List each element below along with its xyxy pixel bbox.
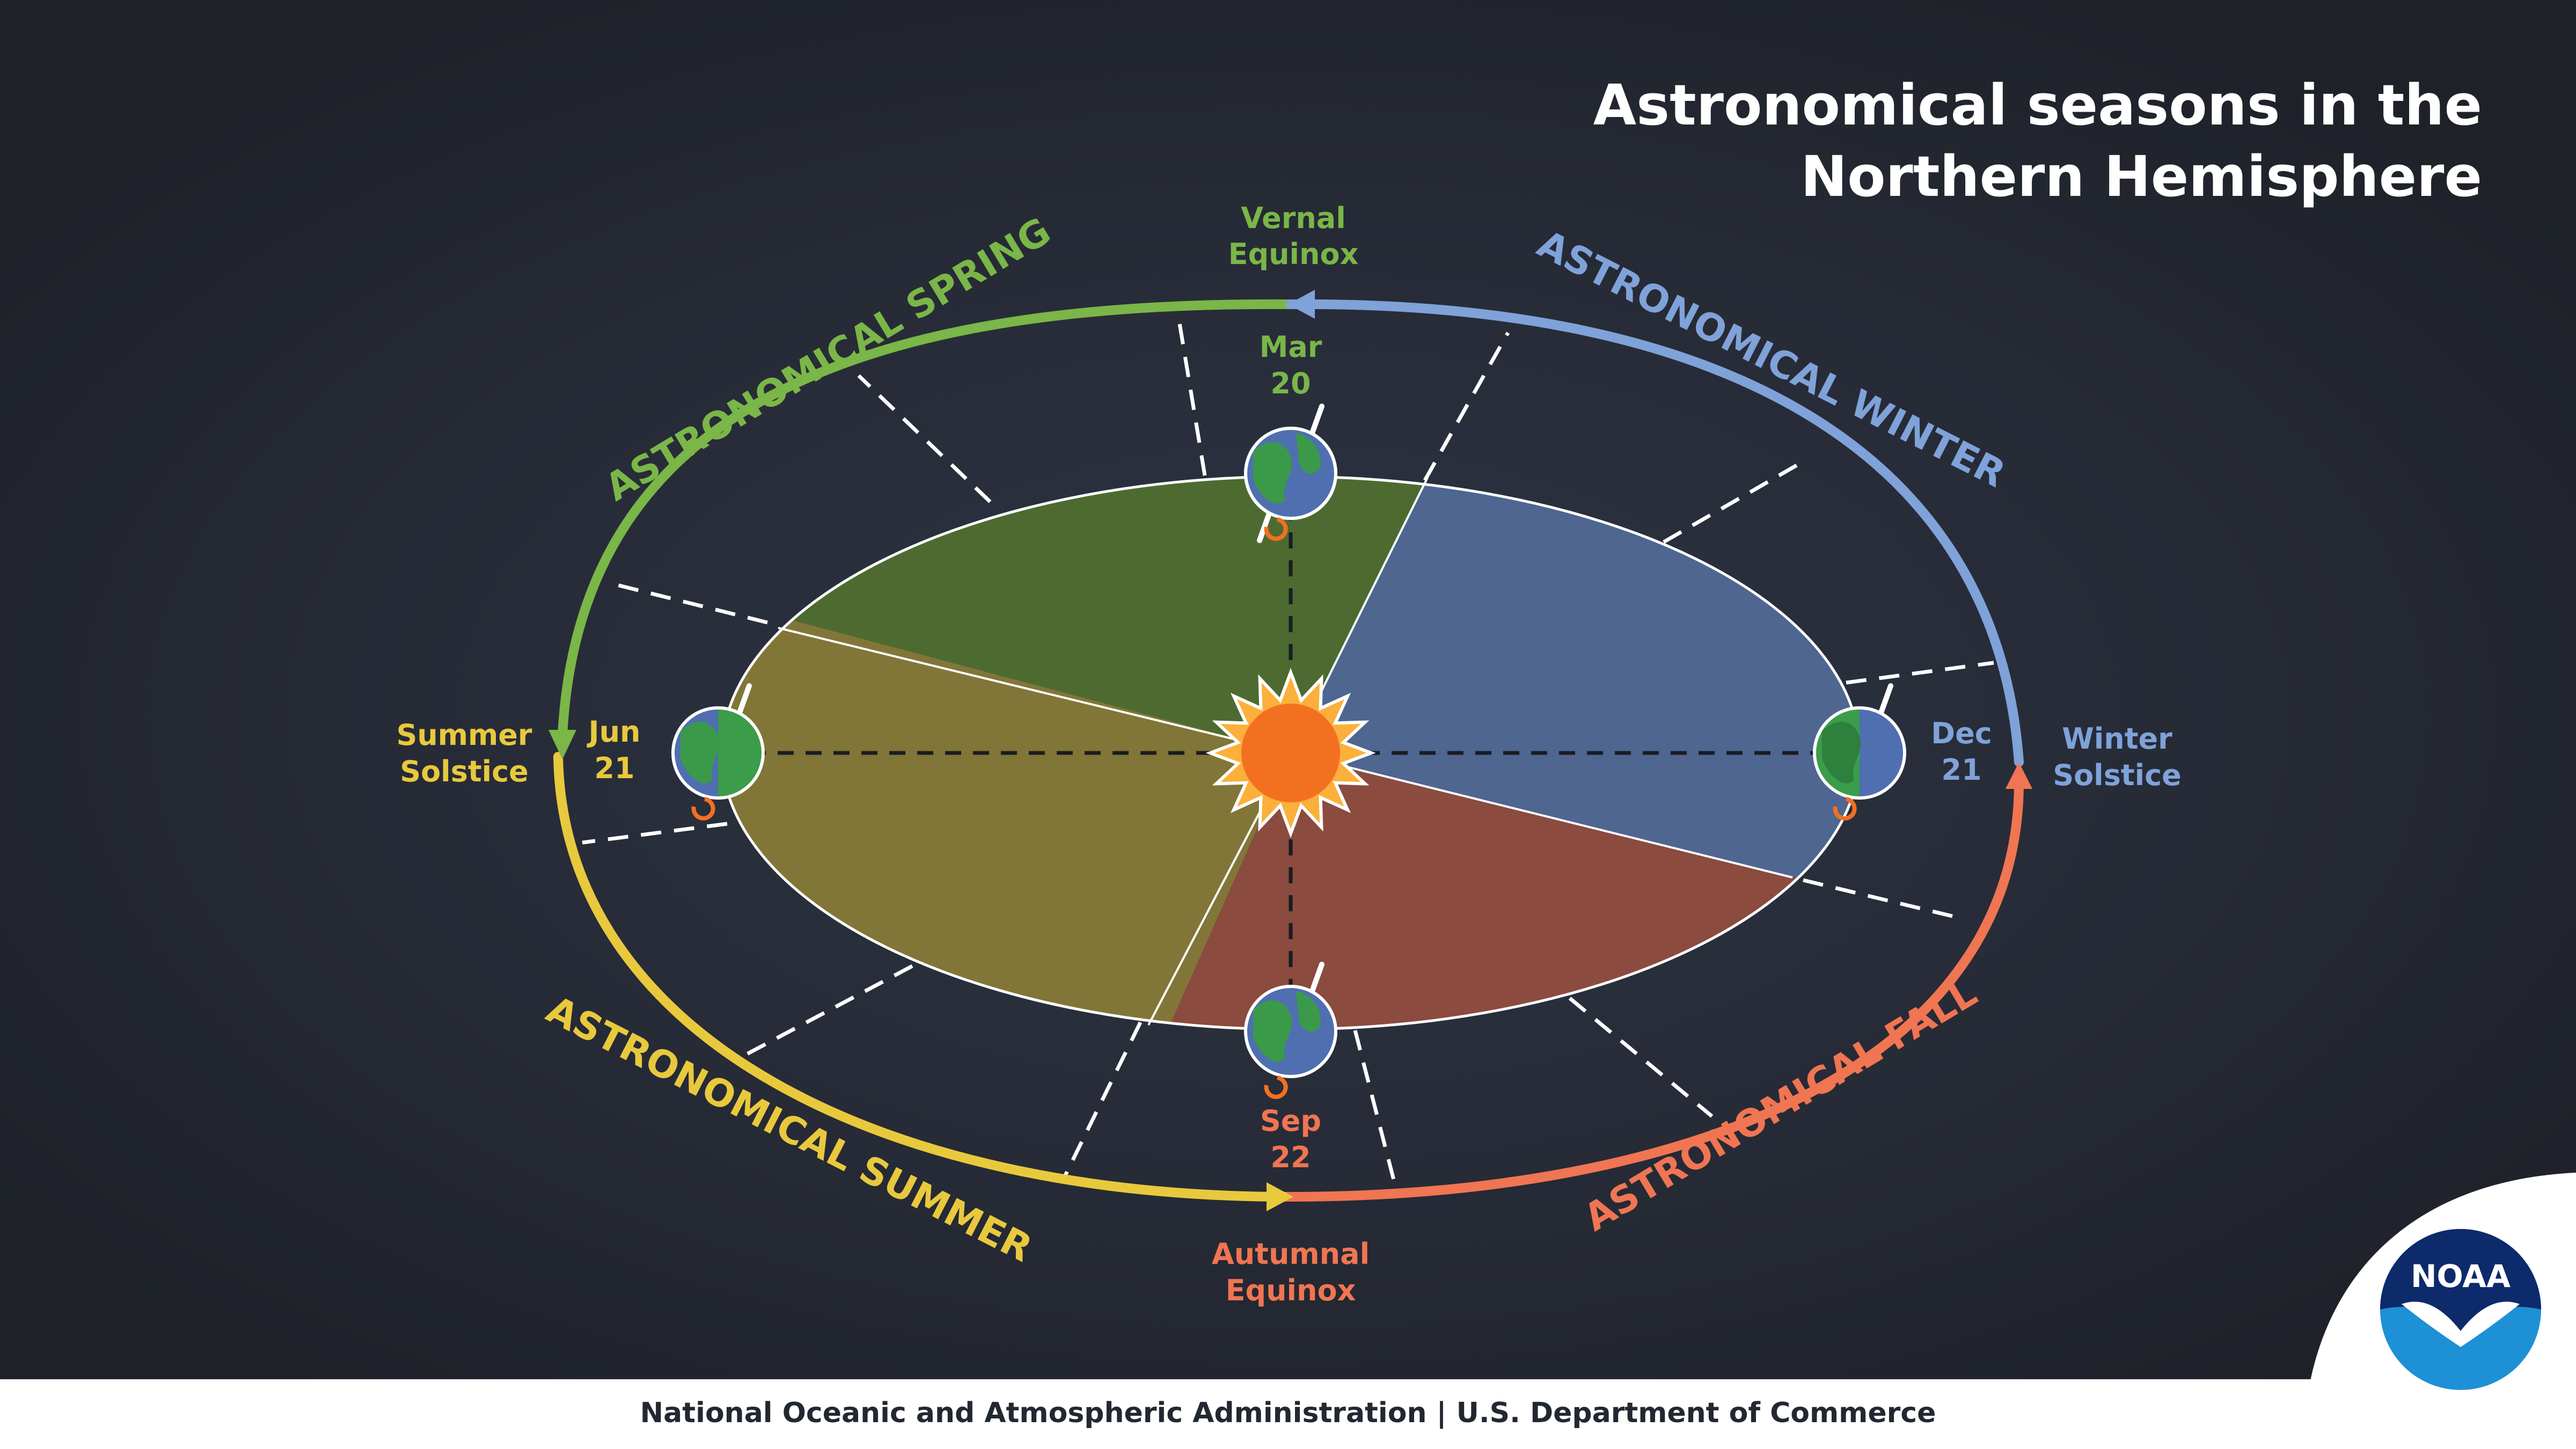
- footer-band: [0, 1379, 2576, 1449]
- season-arcs: [553, 299, 2024, 1202]
- vernal-name-1: Vernal: [1241, 201, 1346, 235]
- winter-name-1: Winter: [2062, 722, 2172, 756]
- noaa-logo-text: NOAA: [2411, 1258, 2511, 1294]
- sector-spring: [741, 477, 1449, 753]
- sun-core: [1241, 704, 1340, 802]
- winter-date-1: Dec: [1931, 716, 1992, 750]
- summer-name-2: Solstice: [400, 755, 529, 788]
- summer-date-2: 21: [594, 751, 634, 785]
- autumnal-date-1: Sep: [1260, 1104, 1321, 1138]
- footer-text: National Oceanic and Atmospheric Adminis…: [640, 1397, 1936, 1429]
- summer-name-1: Summer: [396, 718, 532, 752]
- arc-winter: [1286, 299, 2024, 767]
- winter-date-2: 21: [1941, 753, 1981, 787]
- arrow-fall-head: [2006, 762, 2032, 789]
- arc-spring: [558, 299, 1298, 740]
- summer-date-1: Jun: [587, 715, 641, 749]
- arrow-spring-head: [548, 730, 576, 759]
- month-markers: [582, 313, 1994, 1187]
- winter-name-2: Solstice: [2053, 758, 2182, 792]
- arc-fall: [1283, 779, 2024, 1202]
- autumnal-name-2: Equinox: [1226, 1274, 1356, 1307]
- vernal-name-2: Equinox: [1228, 237, 1359, 271]
- sun-icon: [1205, 668, 1376, 838]
- earth-icon-summer: [671, 683, 765, 821]
- vernal-date-1: Mar: [1260, 330, 1322, 364]
- title-line-2: Northern Hemisphere: [1801, 144, 2482, 209]
- autumnal-name-1: Autumnal: [1212, 1237, 1370, 1271]
- earth-icon-autumnal: [1244, 962, 1337, 1099]
- vernal-date-2: 20: [1270, 367, 1311, 400]
- noaa-logo: NOAA: [2380, 1229, 2541, 1390]
- arrow-summer-head: [1267, 1182, 1293, 1211]
- arrow-winter-head: [1288, 290, 1315, 319]
- autumnal-date-2: 22: [1270, 1140, 1311, 1174]
- arc-summer: [553, 752, 1293, 1202]
- earth-icon-vernal: [1244, 404, 1337, 543]
- title-line-1: Astronomical seasons in the: [1593, 72, 2482, 138]
